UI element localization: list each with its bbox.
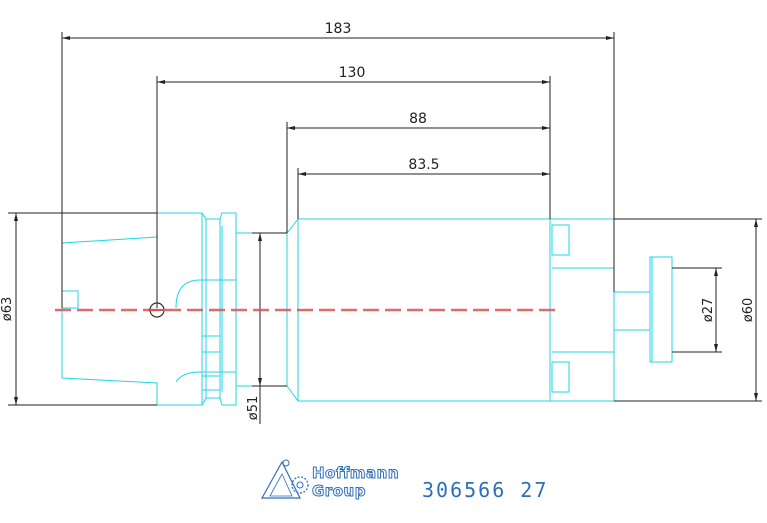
hoffmann-group-logo: Hoffmann Group <box>260 459 399 501</box>
flange-top <box>157 212 299 234</box>
drive-slot-upper <box>175 279 236 309</box>
logo-mark-icon <box>260 460 301 499</box>
spigot-bottom <box>614 329 673 363</box>
collar-lower-slot <box>551 361 570 393</box>
dim-text-diameter-51: ø51 <box>246 396 261 421</box>
arrowheads <box>14 36 758 405</box>
main-body <box>297 218 551 402</box>
flange-bottom <box>157 385 299 406</box>
drive-slot-lower <box>175 371 236 383</box>
dim-text-83-5: 83.5 <box>408 157 439 173</box>
dim-text-diameter-27: ø27 <box>701 298 716 323</box>
dim-text-130: 130 <box>339 65 366 81</box>
dim-text-diameter-63: ø63 <box>0 297 15 322</box>
shank-taper-bottom <box>61 308 158 405</box>
logo-gear-icon <box>291 476 309 494</box>
shank-key <box>61 290 79 309</box>
part-number: 306566 27 <box>422 478 548 502</box>
logo-line-2: Group <box>312 482 366 500</box>
flange-slot-1 <box>201 335 221 353</box>
dimension-lines <box>8 32 762 424</box>
collar-bottom <box>550 352 615 402</box>
flange-slot-2 <box>201 375 221 391</box>
logo-line-1: Hoffmann <box>312 464 399 482</box>
spigot-top <box>614 256 673 293</box>
dim-text-diameter-60: ø60 <box>741 298 756 323</box>
collar-upper-slot <box>551 224 570 256</box>
dim-text-88: 88 <box>409 111 427 127</box>
dim-text-183: 183 <box>325 21 352 37</box>
shank-taper-top <box>61 213 158 308</box>
collar-top <box>550 218 615 268</box>
